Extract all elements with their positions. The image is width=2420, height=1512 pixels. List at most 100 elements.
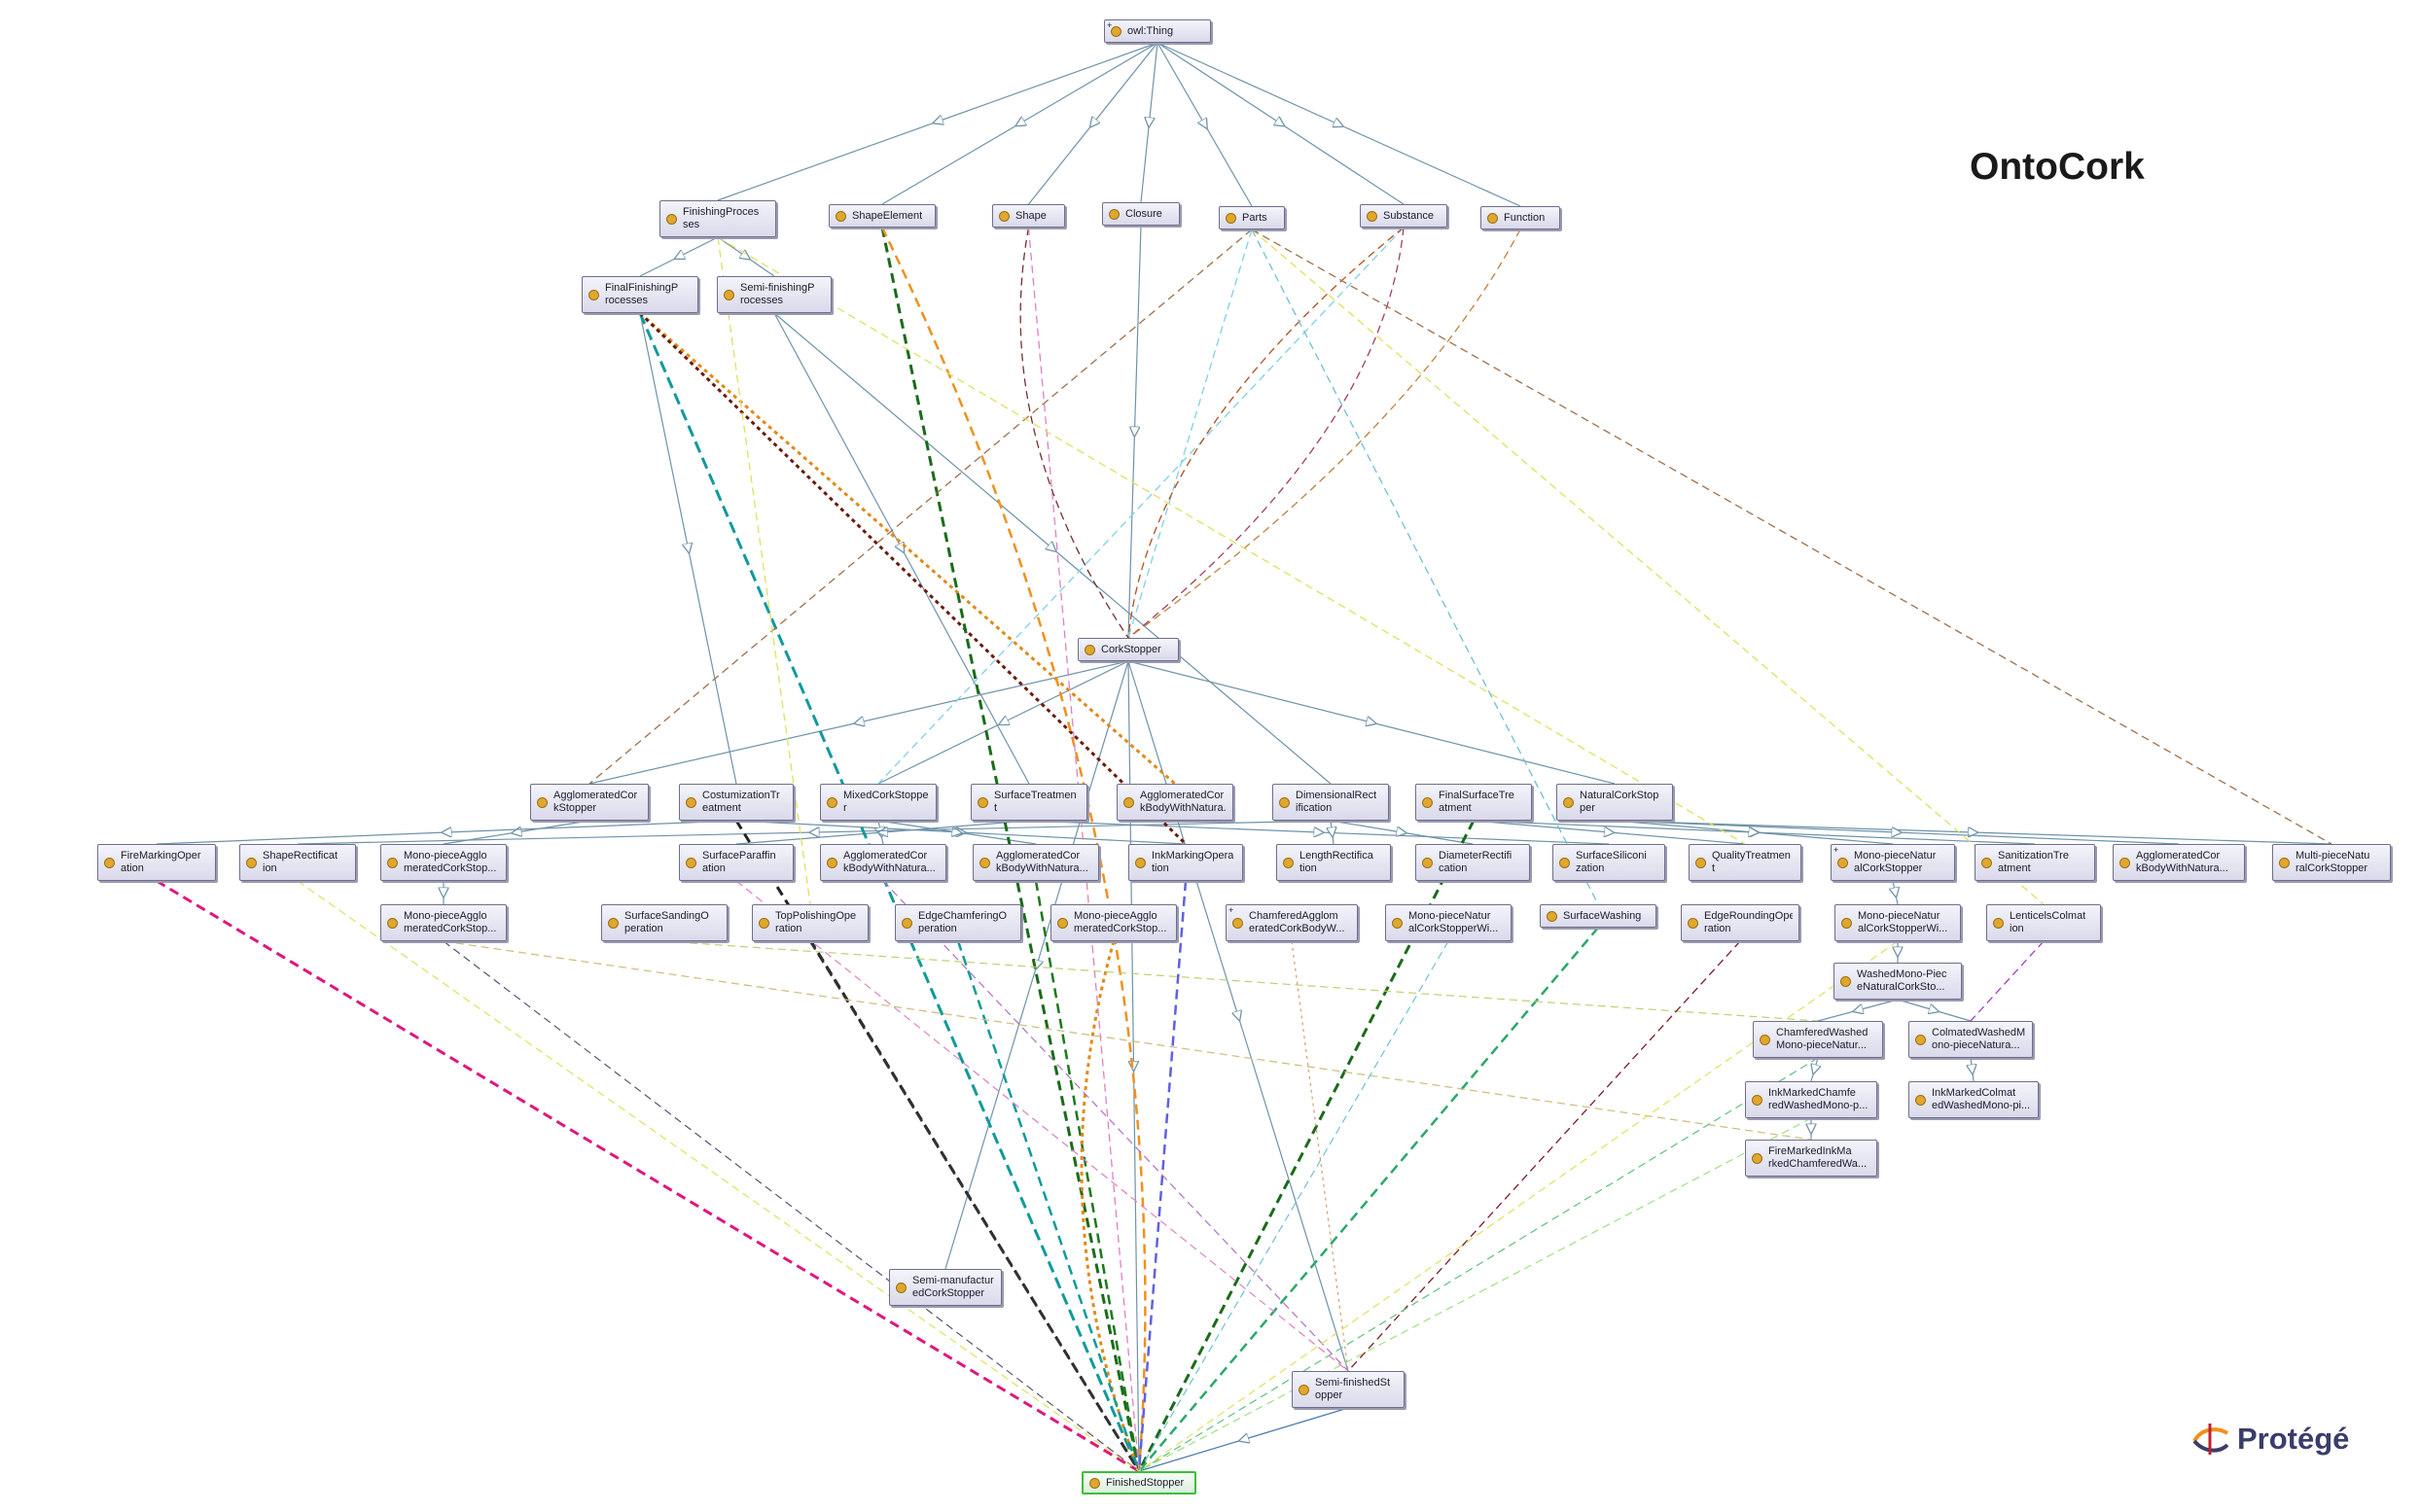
- class-label: FireMarkedInkMa rkedChamferedWa...: [1768, 1145, 1868, 1170]
- class-node-mono-agglo-2[interactable]: Mono-pieceAgglo meratedCorkStop...: [380, 904, 507, 941]
- edge-natural-cork-to-mono-natural-1: [1614, 820, 1894, 845]
- class-dot-icon: [246, 857, 257, 868]
- expand-plus-icon[interactable]: +: [1107, 20, 1113, 30]
- class-label: FireMarkingOper ation: [121, 850, 201, 874]
- class-node-quality-treatment[interactable]: QualityTreatmen t: [1689, 844, 1801, 881]
- class-node-substance[interactable]: Substance: [1360, 204, 1447, 228]
- class-node-agglo-body-1[interactable]: AgglomeratedCor kBodyWithNatura...: [1117, 784, 1233, 821]
- edge-lenticels-to-colmated-washed: [1970, 940, 2045, 1022]
- edge-substance-to-mixed-cork: [877, 227, 1405, 785]
- class-label: AgglomeratedCor kBodyWithNatura...: [1140, 790, 1227, 814]
- class-node-finishing-processes[interactable]: FinishingProces ses: [659, 200, 776, 237]
- class-node-fire-marking[interactable]: FireMarkingOper ation: [97, 844, 216, 881]
- class-node-edge-chamfering[interactable]: EdgeChamferingO peration: [895, 904, 1021, 941]
- class-node-edge-rounding[interactable]: EdgeRoundingOpe ration: [1681, 904, 1799, 941]
- class-node-shape[interactable]: Shape: [992, 204, 1065, 228]
- class-label: InkMarkingOpera tion: [1152, 850, 1234, 874]
- class-node-ink-marked-colmat[interactable]: InkMarkedColmat edWashedMono-pi...: [1908, 1081, 2039, 1118]
- class-node-colmated-washed[interactable]: ColmatedWashedM ono-pieceNatura...: [1908, 1021, 2033, 1058]
- class-node-chamfered-washed[interactable]: ChamferedWashed Mono-pieceNatur...: [1753, 1021, 1883, 1058]
- class-node-fire-marked[interactable]: FireMarkedInkMa rkedChamferedWa...: [1745, 1140, 1877, 1177]
- edge-surface-sanding-to-chamfered-washed: [663, 940, 1819, 1022]
- edge-cork-stopper-to-semi-finished: [1127, 660, 1349, 1372]
- edge-cork-stopper-to-semi-manufactured: [944, 660, 1129, 1270]
- class-label: ChamferedWashed Mono-pieceNatur...: [1776, 1027, 1868, 1051]
- edge-finishing-processes-to-quality-treatment: [717, 236, 1746, 845]
- class-label: ShapeElement: [852, 209, 923, 222]
- edge-final-finishing-to-costumization: [639, 312, 737, 785]
- class-label: AgglomeratedCor kBodyWithNatura...: [996, 850, 1088, 874]
- class-node-mono-natural-1[interactable]: + Mono-pieceNatur alCorkStopper: [1831, 844, 1955, 881]
- class-node-mono-natural-3[interactable]: Mono-pieceNatur alCorkStopperWi...: [1834, 904, 1961, 941]
- class-dot-icon: [537, 796, 548, 808]
- class-node-natural-cork[interactable]: NaturalCorkStop per: [1556, 784, 1673, 821]
- class-node-diameter-rect[interactable]: DiameterRectifi cation: [1415, 844, 1530, 881]
- class-node-chamfered-agglo[interactable]: +ChamferedAgglom eratedCorkBodyW...: [1226, 904, 1358, 941]
- class-node-surface-washing[interactable]: SurfaceWashing: [1540, 904, 1656, 928]
- class-dot-icon: [1547, 910, 1557, 922]
- class-node-costumization[interactable]: CostumizationTr eatment: [679, 784, 794, 821]
- expand-plus-icon[interactable]: +: [1228, 905, 1234, 915]
- expand-plus-icon[interactable]: +: [1833, 845, 1839, 855]
- class-label: CostumizationTr eatment: [702, 790, 780, 814]
- class-node-agglo-body-3[interactable]: AgglomeratedCor kBodyWithNatura...: [973, 844, 1099, 881]
- class-label: NaturalCorkStop per: [1580, 790, 1659, 814]
- class-node-ink-marking[interactable]: InkMarkingOpera tion: [1128, 844, 1243, 881]
- class-node-length-rect[interactable]: LengthRectifica tion: [1276, 844, 1391, 881]
- class-node-sanitization[interactable]: SanitizationTre atment: [1975, 844, 2095, 881]
- class-node-agglo-body-2[interactable]: AgglomeratedCor kBodyWithNatura...: [820, 844, 946, 881]
- class-node-surface-sanding[interactable]: SurfaceSandingO peration: [601, 904, 728, 941]
- class-node-finished-stopper[interactable]: FinishedStopper: [1082, 1471, 1196, 1494]
- class-node-semi-manufactured[interactable]: Semi-manufactur edCorkStopper: [889, 1269, 1002, 1306]
- class-node-surface-silicon[interactable]: SurfaceSiliconi zation: [1552, 844, 1665, 881]
- class-label: EdgeRoundingOpe ration: [1704, 910, 1793, 934]
- class-node-final-surface[interactable]: FinalSurfaceTre atment: [1415, 784, 1532, 821]
- class-node-mono-agglo-1[interactable]: Mono-pieceAgglo meratedCorkStop...: [380, 844, 507, 881]
- class-node-top-polishing[interactable]: TopPolishingOpe ration: [752, 904, 869, 941]
- class-label: Mono-pieceNatur alCorkStopperWi...: [1408, 910, 1499, 934]
- class-node-semi-finished[interactable]: Semi-finishedSt opper: [1292, 1371, 1405, 1408]
- class-node-semi-finishing[interactable]: Semi-finishingP rocesses: [717, 276, 832, 313]
- class-node-mono-natural-2[interactable]: Mono-pieceNatur alCorkStopperWi...: [1385, 904, 1512, 941]
- edge-agglo-body-3-to-finished-stopper: [1034, 880, 1141, 1472]
- diagram-title: OntoCork: [1970, 146, 2145, 188]
- edge-owl-thing-to-finishing-processes: [717, 42, 1158, 201]
- edge-cork-stopper-to-mixed-cork: [877, 660, 1129, 785]
- class-node-lenticels[interactable]: LenticelsColmat ion: [1986, 904, 2101, 941]
- class-node-mono-agglo-3[interactable]: Mono-pieceAgglo meratedCorkStop...: [1050, 904, 1177, 941]
- class-node-parts[interactable]: Parts: [1219, 206, 1285, 229]
- class-label: EdgeChamferingO peration: [918, 910, 1008, 934]
- class-node-closure[interactable]: Closure: [1102, 202, 1180, 226]
- class-node-function[interactable]: Function: [1480, 206, 1560, 229]
- class-node-washed-mono[interactable]: WashedMono-Piec eNaturalCorkSto...: [1833, 963, 1962, 1000]
- class-node-cork-stopper[interactable]: CorkStopper: [1078, 638, 1179, 661]
- class-label: LenticelsColmat ion: [2010, 910, 2086, 934]
- class-label: Mono-pieceNatur alCorkStopperWi...: [1858, 910, 1948, 934]
- class-label: MixedCorkStoppe r: [843, 790, 929, 814]
- class-label: Mono-pieceNatur alCorkStopper: [1854, 850, 1937, 874]
- class-node-ink-marked-chamf[interactable]: InkMarkedChamfe redWashedMono-p...: [1745, 1081, 1877, 1118]
- edge-owl-thing-to-parts: [1157, 42, 1253, 207]
- class-label: ColmatedWashedM ono-pieceNatura...: [1932, 1027, 2026, 1051]
- edge-final-surface-to-quality-treatment: [1473, 820, 1746, 845]
- class-label: AgglomeratedCor kStopper: [553, 790, 638, 814]
- class-node-shape-rect[interactable]: ShapeRectificat ion: [239, 844, 356, 881]
- class-dot-icon: [1057, 917, 1068, 929]
- class-node-owl-thing[interactable]: +owl:Thing: [1104, 19, 1211, 43]
- edge-cork-stopper-to-agglomerated-cork-stopper: [588, 660, 1129, 785]
- class-node-agglo-body-4[interactable]: AgglomeratedCor kBodyWithNatura...: [2113, 844, 2245, 881]
- class-dot-icon: [1367, 210, 1377, 222]
- class-node-final-finishing[interactable]: FinalFinishingP rocesses: [582, 276, 698, 313]
- class-node-surface-treatment[interactable]: SurfaceTreatmen t: [971, 784, 1087, 821]
- class-node-agglomerated-cork-stopper[interactable]: AgglomeratedCor kStopper: [530, 784, 649, 821]
- class-node-surface-paraffin[interactable]: SurfaceParaffin ation: [679, 844, 794, 881]
- edge-surface-washing-to-finished-stopper: [1138, 927, 1599, 1472]
- class-node-shape-element[interactable]: ShapeElement: [829, 204, 936, 228]
- edge-mixed-cork-to-agglo-body-3: [877, 820, 1037, 845]
- class-dot-icon: [1837, 857, 1848, 868]
- class-dot-icon: [104, 857, 115, 868]
- class-node-dimensional-rect[interactable]: DimensionalRect ification: [1272, 784, 1389, 821]
- class-dot-icon: [686, 796, 696, 808]
- class-node-multi-piece[interactable]: Multi-pieceNatu ralCorkStopper: [2272, 844, 2391, 881]
- class-node-mixed-cork[interactable]: MixedCorkStoppe r: [820, 784, 937, 821]
